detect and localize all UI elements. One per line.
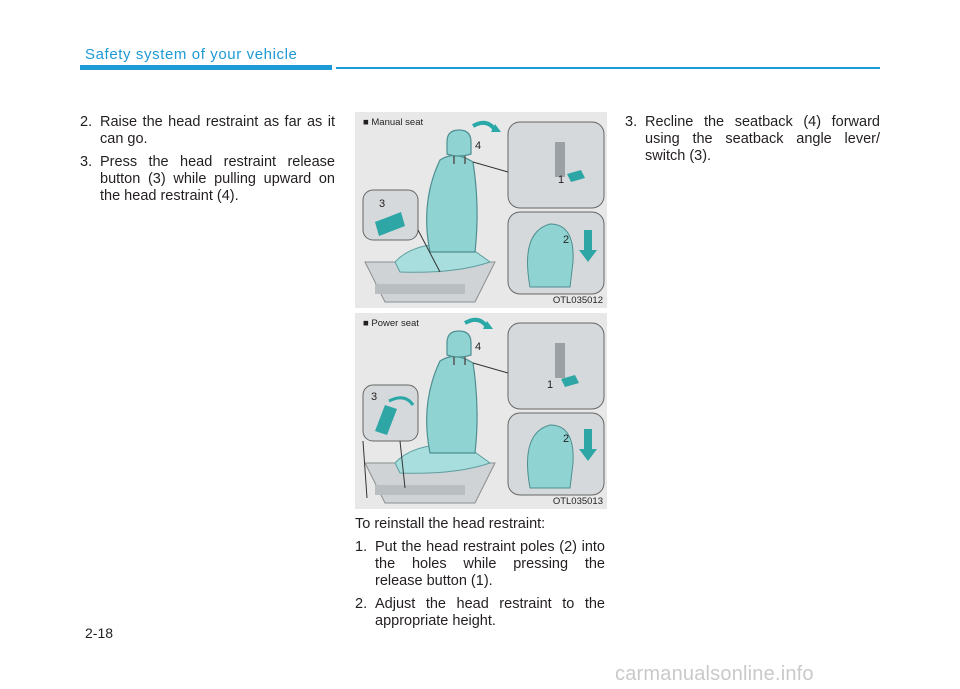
figure-label: ■ Power seat <box>363 318 419 329</box>
callout-4: 4 <box>475 140 482 152</box>
callout-2: 2 <box>563 234 570 246</box>
list-item: 3. Recline the seatback (4) forward usin… <box>625 114 880 165</box>
list-item-text: Press the head restraint release button … <box>100 154 335 204</box>
list-item-number: 2. <box>355 596 368 612</box>
middle-column: To reinstall the head restraint: 1. Put … <box>355 516 605 636</box>
list-item-number: 2. <box>80 114 93 130</box>
list-item: 1. Put the head restraint poles (2) into… <box>355 539 605 590</box>
list-item-text: Put the head restraint poles (2) into th… <box>375 539 605 589</box>
figure-code: OTL035012 <box>552 295 603 306</box>
list-item: 2. Adjust the head restraint to the appr… <box>355 596 605 630</box>
manual-seat-illustration <box>362 120 605 303</box>
callout-1: 1 <box>558 174 565 186</box>
callout-3: 3 <box>371 391 378 403</box>
list-item-number: 1. <box>355 539 368 555</box>
watermark: carmanualsonline.info <box>615 663 814 685</box>
reinstall-intro: To reinstall the head restraint: <box>355 516 546 532</box>
list-item: 2. Raise the head restraint as far as it… <box>80 114 335 148</box>
left-column: 2. Raise the head restraint as far as it… <box>80 114 335 211</box>
list-item-number: 3. <box>625 114 638 130</box>
section-header-title: Safety system of your vehicle <box>85 46 298 63</box>
callout-3: 3 <box>379 198 386 210</box>
header-rule-thin <box>336 67 880 69</box>
figure-label: ■ Manual seat <box>363 117 424 128</box>
callout-2: 2 <box>563 433 570 445</box>
page-number: 2-18 <box>85 625 114 641</box>
list-item-text: Raise the head restraint as far as it ca… <box>100 114 335 147</box>
figure-code: OTL035013 <box>552 496 603 507</box>
header-rule-thick <box>80 65 332 70</box>
figure-manual-seat: ■ Manual seat 4 3 1 2 OTL035012 <box>355 112 607 308</box>
list-item-text: Recline the seatback (4) forward using t… <box>645 114 880 164</box>
list-item-text: Adjust the head restraint to the appropr… <box>375 596 605 629</box>
figure-power-seat: ■ Power seat 4 3 1 2 OTL035013 <box>355 313 607 509</box>
callout-4: 4 <box>475 341 482 353</box>
right-column: 3. Recline the seatback (4) forward usin… <box>625 114 880 171</box>
callout-1: 1 <box>547 379 554 391</box>
list-item-number: 3. <box>80 154 93 170</box>
list-item: 3. Press the head restraint release butt… <box>80 154 335 205</box>
power-seat-illustration <box>362 317 605 504</box>
